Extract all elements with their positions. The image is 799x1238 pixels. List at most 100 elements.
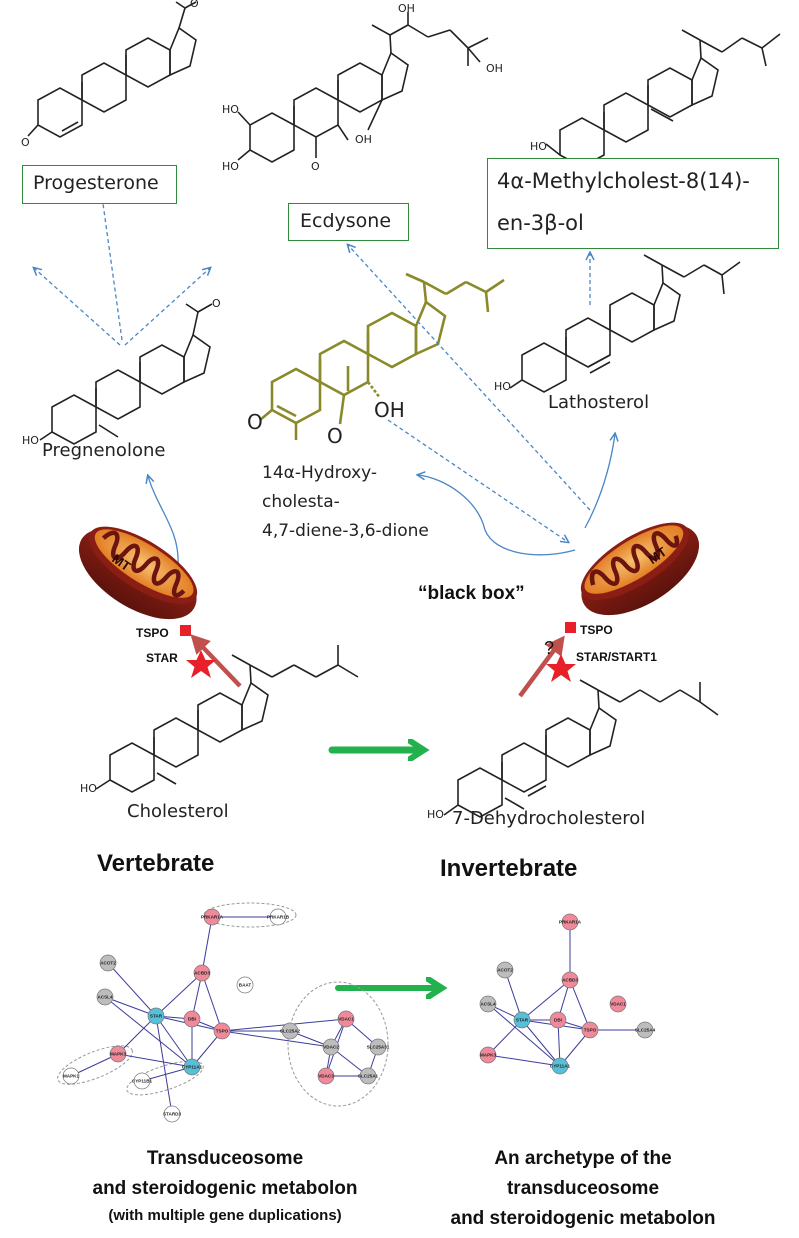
invertebrate-edges: [487, 922, 645, 1067]
invertebrate-node-label: VDAC1: [610, 1002, 626, 1007]
vertebrate-node-circle: [281, 1022, 299, 1040]
vertebrate-node-acbd3: ACBD3: [193, 964, 211, 982]
vertebrate-node-circle: [109, 1045, 127, 1063]
vertebrate-node-label: BAAT: [239, 983, 252, 988]
pathway-arrows: [34, 182, 615, 566]
vertebrate-caption-line2: and steroidogenic metabolon: [92, 1178, 358, 1199]
vertebrate-node-circle: [369, 1038, 387, 1056]
star-label-left: STAR: [146, 651, 178, 665]
invertebrate-node-acbd3: ACBD3: [561, 971, 579, 989]
ecdysone-structure: [237, 12, 489, 163]
vertebrate-node-vdac1: VDAC1: [337, 1010, 355, 1028]
vertebrate-node-vdac3: VDAC3: [317, 1067, 335, 1085]
invertebrate-node-tspo: TSPO: [581, 1021, 599, 1039]
vertebrate-node-vdac2: VDAC2: [322, 1038, 340, 1056]
invertebrate-node-cyp11a1: CYP11A1: [550, 1057, 571, 1075]
invertebrate-node-label: STAR: [516, 1018, 529, 1023]
invertebrate-node-vdac1: VDAC1: [609, 995, 627, 1013]
vertebrate-node-label: ACSL4: [97, 995, 113, 1000]
invertebrate-node-circle: [513, 1011, 531, 1029]
vertebrate-edge: [155, 1015, 193, 1068]
vertebrate-node-acot2: ACOT2: [99, 954, 117, 972]
invertebrate-edge: [487, 1054, 561, 1067]
ecdysone-oxygen-label: O: [311, 160, 320, 173]
vertebrate-node-circle: [62, 1067, 80, 1085]
pregnenolone-ho-label: HO: [22, 434, 39, 447]
methylcholestenol-label-line1: 4α-Methylcholest-8(14)-: [497, 169, 750, 193]
vertebrate-node-label: DBI: [188, 1017, 196, 1022]
invertebrate-node-circle: [479, 995, 497, 1013]
vertebrate-mitochondrion: [78, 526, 198, 620]
vertebrate-caption-line1: Transduceosome: [146, 1148, 304, 1169]
invertebrate-node-label: ACOT2: [497, 968, 513, 973]
vertebrate-node-label: MAPK1: [63, 1074, 80, 1079]
star-label-right: STAR/START1: [576, 650, 657, 664]
vertebrate-node-label: TSPO: [216, 1029, 229, 1034]
methylcholestenol-label-line2: en-3β-ol: [497, 211, 584, 235]
vertebrate-node-label: CYP11B1: [132, 1079, 153, 1084]
vertebrate-node-circle: [193, 964, 211, 982]
vertebrate-node-circle: [359, 1067, 377, 1085]
tspo-marker-left: [180, 625, 191, 636]
vertebrate-node-mapk1: MAPK1: [62, 1067, 80, 1085]
vertebrate-node-circle: [96, 988, 114, 1006]
vertebrate-node-label: PRKAR1A: [201, 915, 224, 920]
hydroxy-cholestadienedione-structure: [259, 272, 505, 440]
invertebrate-edge: [521, 979, 571, 1021]
invertebrate-node-mapk3: MAPK3: [479, 1046, 497, 1064]
invertebrate-node-slc25a4: SLC25A4: [635, 1021, 656, 1039]
vertebrate-node-circle: [322, 1038, 340, 1056]
vertebrate-edge: [221, 1018, 347, 1032]
vertebrate-node-label: STAR: [150, 1014, 163, 1019]
vertebrate-node-label: VDAC2: [323, 1045, 339, 1050]
vertebrate-edge: [70, 1053, 119, 1077]
lathosterol-ho-label: HO: [494, 380, 511, 393]
star-icon-right: [546, 654, 576, 682]
progesterone-label: Progesterone: [33, 172, 159, 194]
invertebrate-mitochondrion: [580, 522, 700, 616]
vertebrate-edge: [201, 972, 223, 1032]
tspo-marker-right: [565, 622, 576, 633]
vertebrate-edge: [141, 1066, 193, 1082]
invertebrate-header: Invertebrate: [440, 855, 578, 882]
vertebrate-node-label: CYP11A1: [182, 1065, 203, 1070]
vertebrate-edge: [117, 1053, 193, 1068]
methylcholestenol-structure: [545, 29, 781, 179]
vertebrate-node-circle: [213, 1022, 231, 1040]
vertebrate-node-label: SLC25A31: [367, 1045, 390, 1050]
transport-arrow-right: [518, 635, 565, 698]
vertebrate-node-star: STAR: [147, 1007, 165, 1025]
vertebrate-node-circle: [133, 1072, 151, 1090]
invertebrate-node-label: CYP11A1: [550, 1064, 571, 1069]
vertebrate-edge: [107, 962, 157, 1017]
invertebrate-node-circle: [496, 961, 514, 979]
ecdysone-oh-label-1: OH: [398, 2, 415, 15]
vertebrate-node-cyp11b1: CYP11B1: [132, 1072, 153, 1090]
ecdysone-ho-label-1: HO: [222, 103, 239, 116]
progesterone-oxygen-label: O: [21, 136, 30, 149]
invertebrate-node-circle: [561, 913, 579, 931]
vertebrate-node-label: ACOT2: [100, 961, 116, 966]
vertebrate-node-baat: BAAT: [236, 976, 254, 994]
vertebrate-node-circle: [99, 954, 117, 972]
invertebrate-node-circle: [551, 1057, 569, 1075]
star-icon-left: [186, 650, 216, 678]
invertebrate-node-circle: [561, 971, 579, 989]
cholesterol-label: Cholesterol: [127, 801, 229, 822]
invertebrate-node-label: TSPO: [584, 1028, 597, 1033]
vertebrate-node-mapk3: MAPK3: [109, 1045, 127, 1063]
invertebrate-node-label: SLC25A4: [635, 1028, 656, 1033]
vertebrate-node-acsl4: ACSL4: [96, 988, 114, 1006]
invertebrate-node-star: STAR: [513, 1011, 531, 1029]
vertebrate-node-label: PRKAR1B: [267, 915, 290, 920]
invertebrate-node-label: MAPK3: [480, 1053, 497, 1058]
pregnenolone-structure: [39, 303, 213, 445]
vertebrate-node-circle: [183, 1058, 201, 1076]
invertebrate-edge: [521, 1019, 561, 1067]
ecdysone-label: Ecdysone: [300, 210, 392, 232]
duplication-ellipses: [57, 902, 389, 1107]
hydroxy-label-line1: 14α-Hydroxy-: [262, 463, 378, 483]
